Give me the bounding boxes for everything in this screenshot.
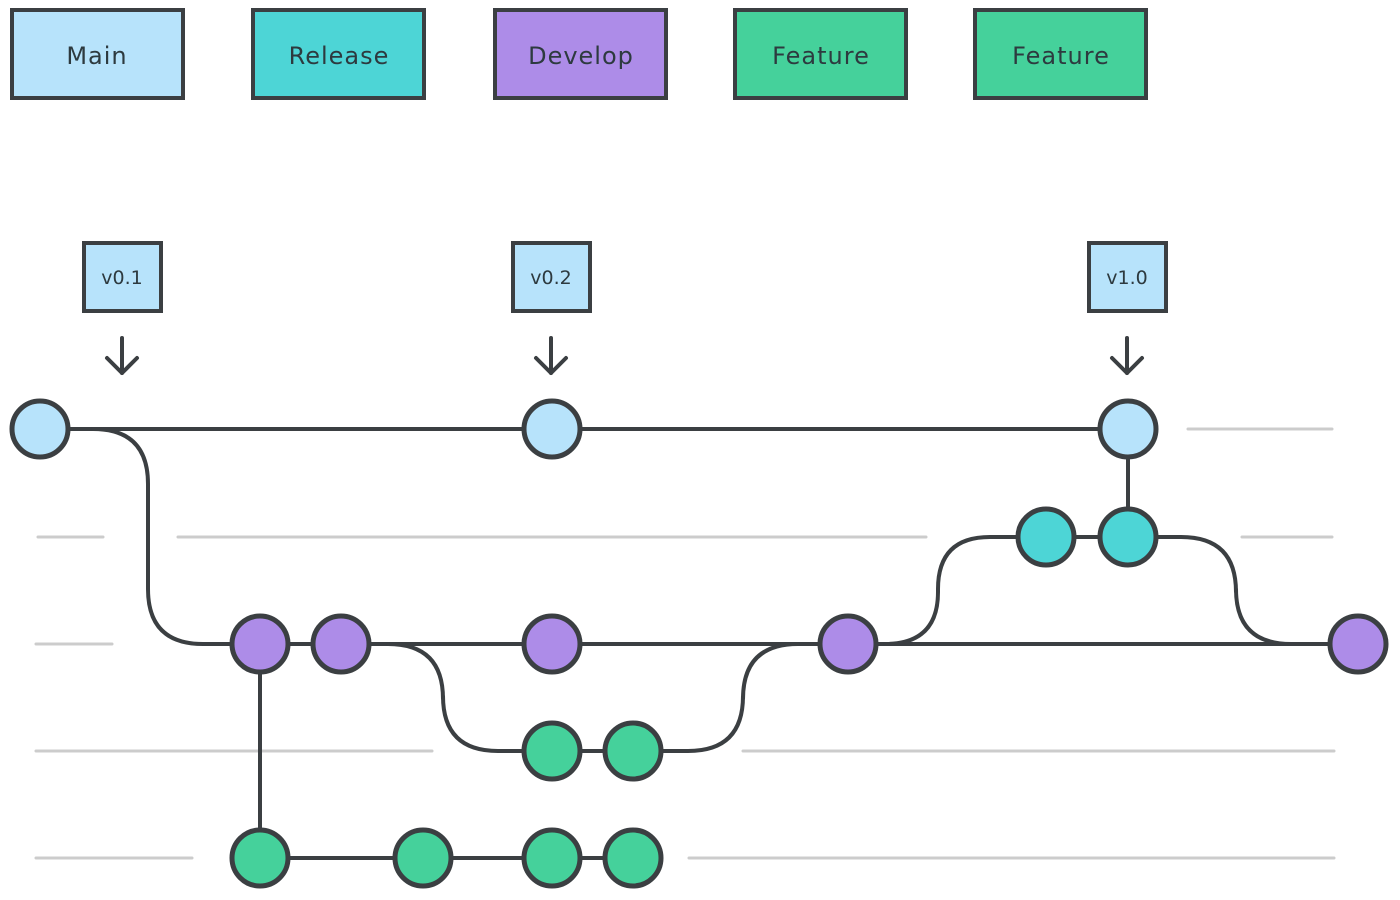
feature2-commit-1 xyxy=(229,827,291,889)
tag-v01-label: v0.1 xyxy=(101,267,142,289)
legend-feature-1: Feature xyxy=(733,8,908,100)
main-commit-1 xyxy=(9,398,71,460)
feature2-commit-2 xyxy=(392,827,454,889)
tag-v02-label: v0.2 xyxy=(530,267,571,289)
develop-commit-4 xyxy=(817,613,879,675)
tag-v02: v0.2 xyxy=(511,241,592,375)
develop-commit-5 xyxy=(1327,613,1389,675)
legend-feature-1-label: Feature xyxy=(772,42,870,70)
tag-v01-box xyxy=(82,241,163,313)
feature1-branch-from-develop xyxy=(386,642,554,753)
tag-v10: v1.0 xyxy=(1087,241,1168,375)
legend-feature-2: Feature xyxy=(973,8,1148,100)
legend: Main Release Develop Feature Feature xyxy=(10,8,1148,100)
legend-feature-2-swatch xyxy=(973,8,1148,100)
legend-main-swatch xyxy=(10,8,185,100)
feature2-commit-4 xyxy=(602,827,664,889)
tag-v10-box xyxy=(1087,241,1168,313)
develop-branch-from-main xyxy=(91,427,262,646)
legend-develop: Develop xyxy=(493,8,668,100)
release-commit-1 xyxy=(1015,506,1077,568)
legend-develop-swatch xyxy=(493,8,668,100)
main-commit-v02 xyxy=(521,398,583,460)
arrow-down-icon xyxy=(105,336,139,375)
tag-v01: v0.1 xyxy=(82,241,163,375)
legend-release-swatch xyxy=(251,8,426,100)
feature1-merge-to-develop xyxy=(631,642,800,753)
arrow-down-icon xyxy=(534,336,568,375)
legend-release: Release xyxy=(251,8,426,100)
tag-v10-label: v1.0 xyxy=(1106,267,1147,289)
lane-guides xyxy=(34,427,1336,860)
develop-commit-3 xyxy=(521,613,583,675)
legend-feature-2-label: Feature xyxy=(1012,42,1110,70)
legend-feature-1-swatch xyxy=(733,8,908,100)
develop-commit-2 xyxy=(310,613,372,675)
feature2-commit-3 xyxy=(521,827,583,889)
tag-v02-box xyxy=(511,241,592,313)
version-tags: v0.1 v0.2 v1.0 xyxy=(82,241,1168,375)
legend-main: Main xyxy=(10,8,185,100)
feature1-commit-2 xyxy=(602,720,664,782)
arrow-down-icon xyxy=(1110,336,1144,375)
legend-main-label: Main xyxy=(66,42,127,70)
release-branch-from-develop xyxy=(883,535,1048,646)
legend-release-label: Release xyxy=(289,42,390,70)
legend-develop-label: Develop xyxy=(528,42,634,70)
main-commit-v10 xyxy=(1097,398,1159,460)
feature1-commit-1 xyxy=(521,720,583,782)
commit-nodes xyxy=(9,398,1389,889)
release-commit-2 xyxy=(1097,506,1159,568)
release-merge-to-develop xyxy=(1126,535,1360,646)
develop-commit-1 xyxy=(229,613,291,675)
